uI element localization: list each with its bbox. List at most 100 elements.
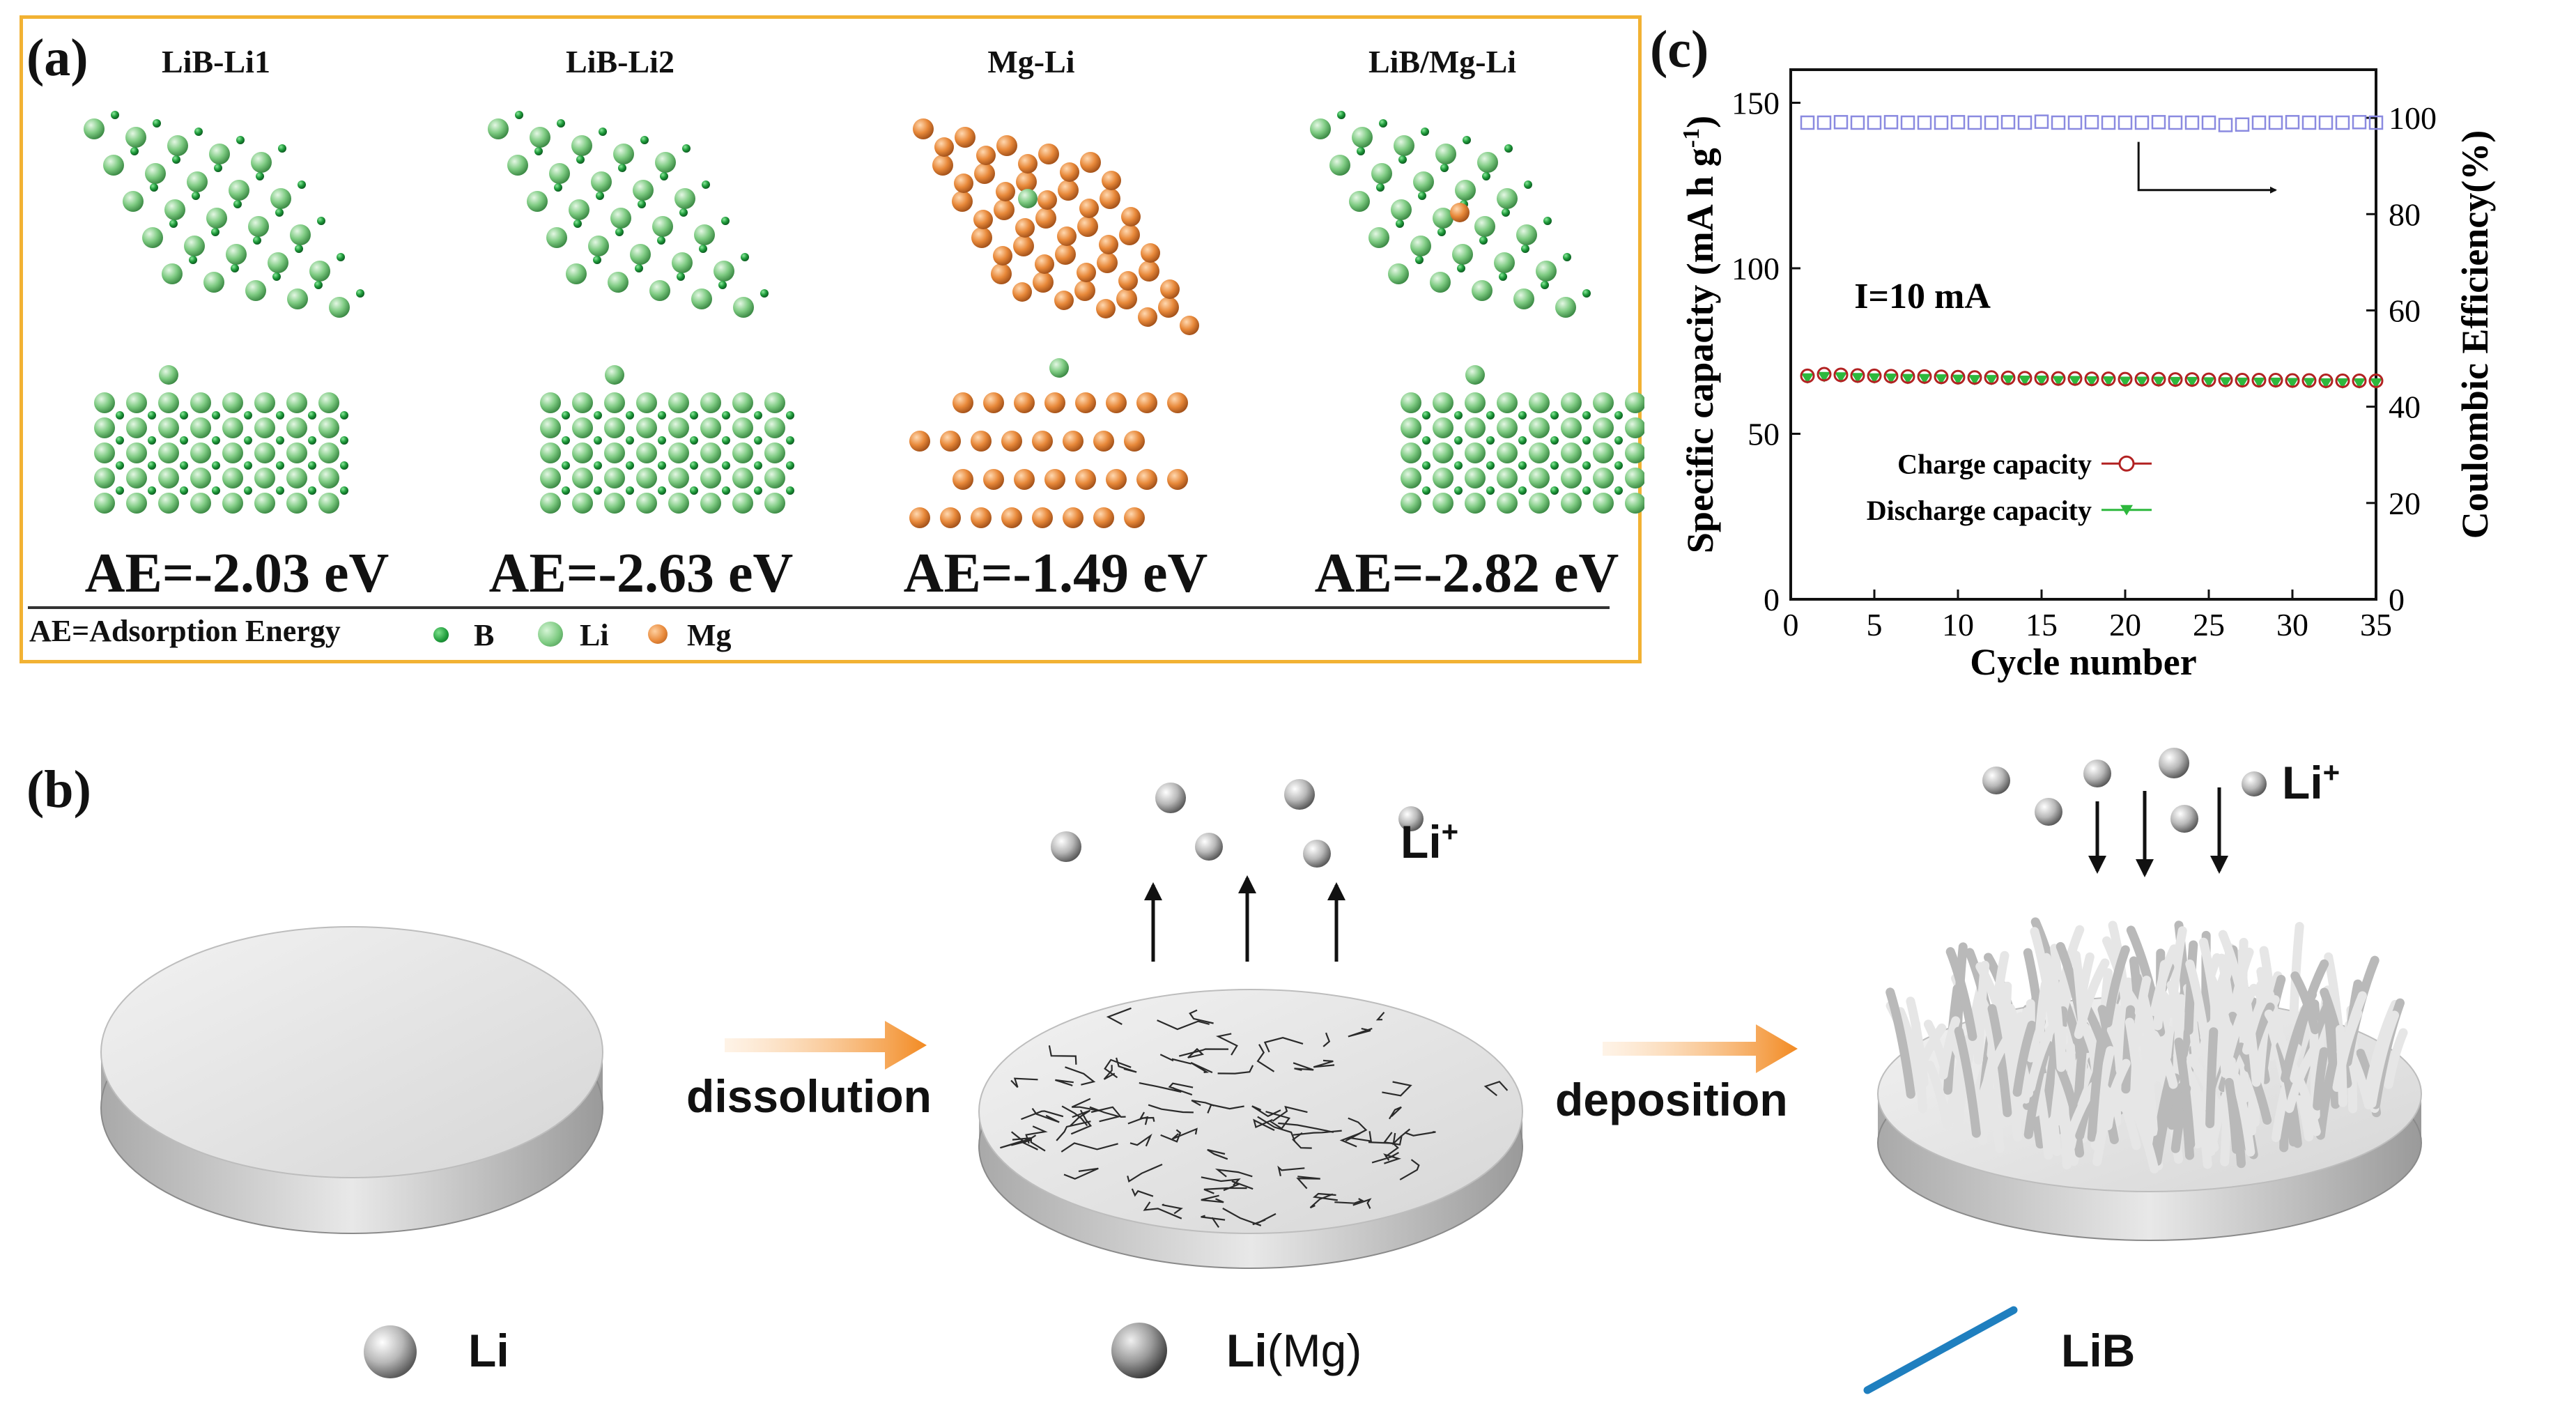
charge-point [2251,373,2267,388]
b-atom [626,486,634,495]
b-atom [615,228,624,236]
x-tick-label: 25 [2193,607,2225,642]
li-atom [1561,468,1582,488]
li-atom [1513,288,1534,309]
b-atom [276,436,284,445]
b-atom [515,111,523,119]
mg-atom [1118,271,1138,291]
b-atom [1379,119,1387,128]
ion-label-1: Li+ [1401,815,1458,868]
b-atom [562,411,570,419]
charge-point [2134,371,2150,387]
legend-discharge-marker [2120,505,2133,516]
li-atom [158,392,179,413]
x-tick-label: 5 [1867,607,1883,642]
mg-atom [1074,280,1095,301]
b-atom [534,147,543,155]
b-atom [1482,172,1490,180]
b-atom [594,436,602,445]
ae-value-4: AE=-2.82 eV [1314,543,1619,604]
charge-point [1833,367,1849,383]
li-atom [187,171,208,192]
discharge-point [1935,374,1948,385]
b-atom [295,245,303,253]
li-atom [164,199,185,220]
li-ion-sphere [1982,767,2010,794]
li-atom [1465,392,1486,413]
li-atom [190,468,211,488]
li-atom [1465,468,1486,488]
ce-point [2184,115,2200,130]
ce-point [2118,115,2133,130]
b-atom [356,289,364,298]
legend-li-mg-paren: (Mg) [1267,1325,1362,1376]
mg-atom [994,199,1015,220]
li-atom [572,417,593,438]
b-atom [741,253,749,261]
mg-atom [1096,299,1116,318]
mg-atom [1044,392,1065,413]
mg-atom [1058,180,1079,201]
b-atom [340,411,348,419]
li-atom [254,392,275,413]
b-atom [1437,228,1446,236]
b-atom [1518,461,1527,470]
discharge-point [2169,376,2182,387]
legend-charge-label: Charge capacity [1897,448,2092,479]
li-atom [318,392,339,413]
li-atom [290,224,311,245]
mg-atom [1093,431,1114,452]
li-atom [636,392,657,413]
li-sphere-icon [364,1325,417,1378]
li-atom [254,417,275,438]
li-atom [1497,392,1518,413]
mg-atom [1136,469,1157,490]
li-atom [1465,442,1486,463]
li-atom [1433,417,1453,438]
li-atom [94,392,115,413]
ce-point [2285,115,2300,130]
li-atom [203,272,224,293]
li-atom [126,493,147,514]
b-atom [638,200,646,208]
li-atom [1625,442,1644,463]
mg-atom [1033,272,1054,293]
b-atom [172,155,180,164]
mg-atom [983,469,1004,490]
mg-atom [996,135,1017,156]
b-atom [192,192,200,200]
li-atom [572,468,593,488]
b-atom [150,183,158,192]
mg-atom [1136,392,1157,413]
mg-atom [991,263,1012,284]
b-atom [635,264,643,272]
li-atom [222,392,243,413]
mg-atom [1012,282,1032,302]
mg-atom [1018,154,1038,174]
discharge-point [2253,377,2265,388]
charge-point [2000,370,2016,385]
b-atom [1541,281,1549,289]
b-atom [148,436,156,445]
li-atom [604,468,625,488]
li-atom [714,261,734,282]
li-atom [318,417,339,438]
x-axis-label: Cycle number [1970,641,2196,683]
mg-atom [973,210,993,229]
mg-atom [1057,226,1077,246]
li-atom [674,188,695,209]
ce-point [1833,115,1849,130]
b-atom [189,256,197,264]
panel-a-letter: (a) [26,29,88,87]
x-tick-label: 30 [2276,607,2308,642]
x-tick-label: 15 [2026,607,2058,642]
li-atom [226,244,247,265]
mg-atom [1158,297,1179,318]
b-atom [562,486,570,495]
li-atom [1593,442,1614,463]
ce-point [2034,114,2049,129]
b-atom [244,461,252,470]
li-atom [1536,261,1557,282]
li-atom [1435,144,1456,164]
li-atom [540,417,561,438]
